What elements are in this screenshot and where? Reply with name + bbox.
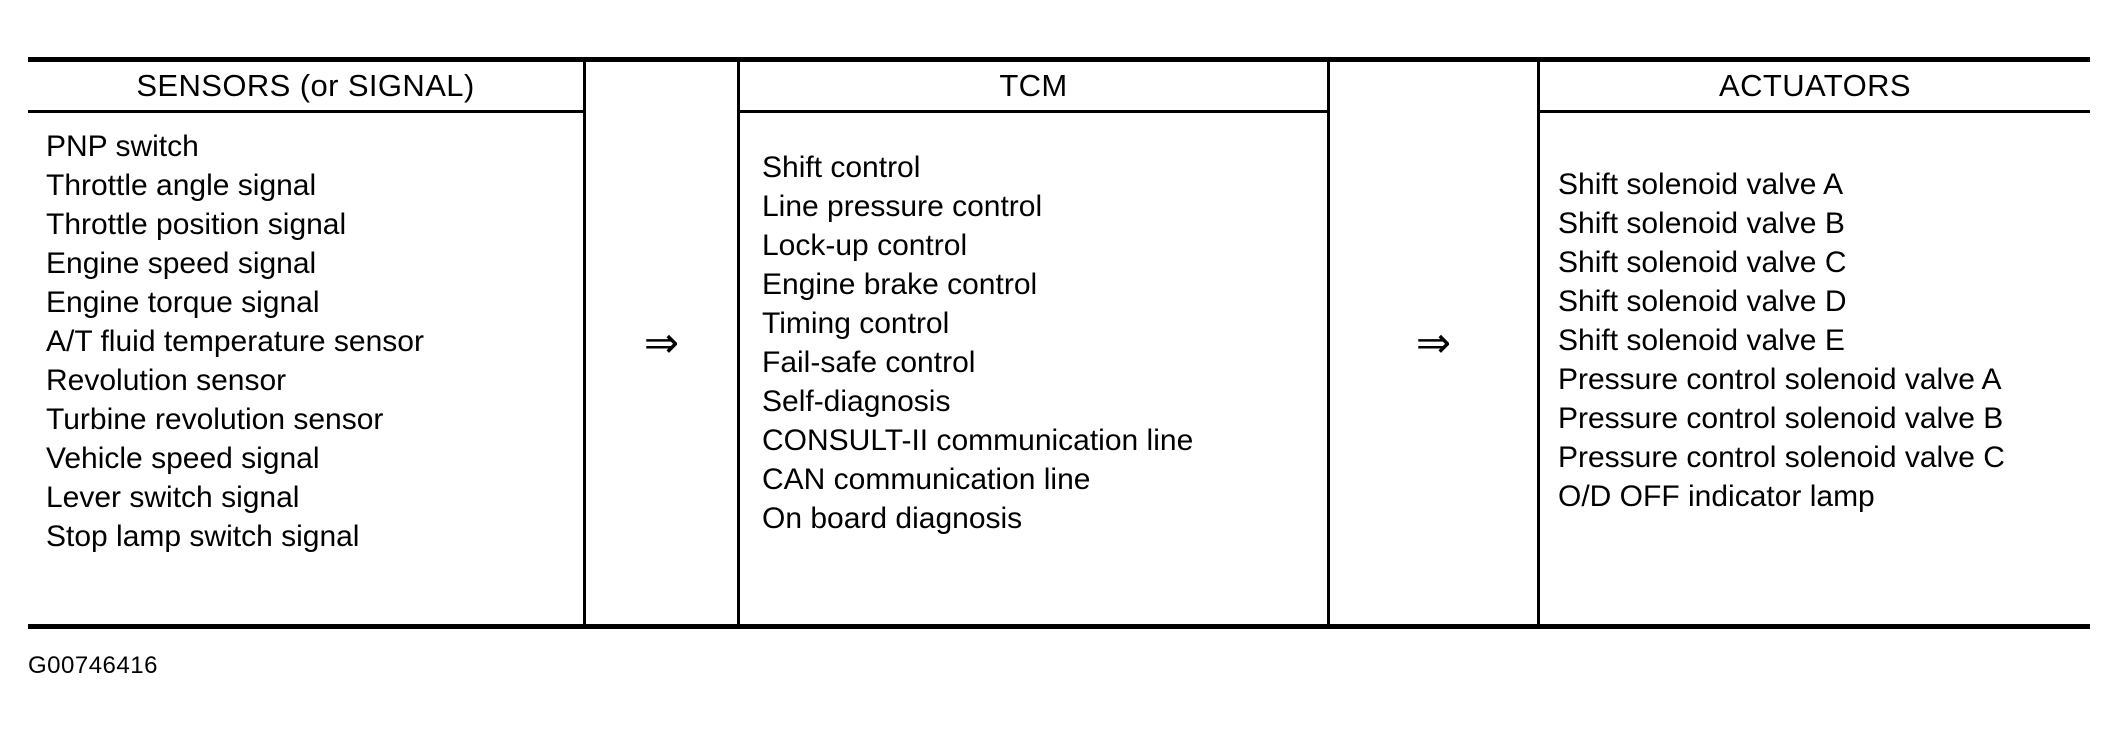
list-item: A/T fluid temperature sensor <box>46 325 424 358</box>
list-item: Shift solenoid valve A <box>1558 168 1844 201</box>
column-sensors: SENSORS (or SIGNAL) PNP switch Throttle … <box>28 62 586 624</box>
list-item: Turbine revolution sensor <box>46 403 384 436</box>
column-tcm: TCM Shift control Line pressure control … <box>740 62 1330 624</box>
right-double-arrow-icon: ⇒ <box>1415 318 1452 367</box>
list-item: Throttle angle signal <box>46 169 317 202</box>
list-item: Engine speed signal <box>46 247 317 280</box>
column-body-sensors: PNP switch Throttle angle signal Throttl… <box>28 113 583 624</box>
list-item: Shift solenoid valve B <box>1558 207 1845 240</box>
list-item: Timing control <box>762 307 950 340</box>
list-item: Lever switch signal <box>46 481 300 514</box>
list-item: CONSULT-II communication line <box>762 424 1194 457</box>
sensors-list: PNP switch Throttle angle signal Throttl… <box>28 127 583 556</box>
list-item: CAN communication line <box>762 463 1091 496</box>
list-item: Line pressure control <box>762 190 1043 223</box>
list-item: Engine torque signal <box>46 286 320 319</box>
column-flow-gap-2: ⇒ <box>1330 62 1540 624</box>
list-item: Shift solenoid valve C <box>1558 246 1847 279</box>
flow-arrow-cell-2: ⇒ <box>1330 62 1537 624</box>
tcm-function-list: Shift control Line pressure control Lock… <box>740 127 1327 538</box>
list-item: O/D OFF indicator lamp <box>1558 480 1875 513</box>
column-actuators: ACTUATORS Shift solenoid valve A Shift s… <box>1540 62 2090 624</box>
system-flow-diagram: SENSORS (or SIGNAL) PNP switch Throttle … <box>28 57 2090 629</box>
list-item: Revolution sensor <box>46 364 287 397</box>
list-item: Shift solenoid valve D <box>1558 285 1847 318</box>
list-item: Self-diagnosis <box>762 385 951 418</box>
list-item: Pressure control solenoid valve A <box>1558 363 2002 396</box>
list-item: Vehicle speed signal <box>46 442 320 475</box>
list-item: Shift control <box>762 151 921 184</box>
list-item: PNP switch <box>46 130 199 163</box>
list-item: Lock-up control <box>762 229 968 262</box>
list-item: Engine brake control <box>762 268 1038 301</box>
column-header-actuators: ACTUATORS <box>1540 62 2090 113</box>
list-item: Stop lamp switch signal <box>46 520 360 553</box>
list-item: On board diagnosis <box>762 502 1023 535</box>
column-body-actuators: Shift solenoid valve A Shift solenoid va… <box>1540 113 2090 624</box>
column-header-tcm: TCM <box>740 62 1327 113</box>
figure-caption: G00746416 <box>28 652 158 679</box>
list-item: Pressure control solenoid valve B <box>1558 402 2004 435</box>
column-flow-gap-1: ⇒ <box>586 62 740 624</box>
flow-arrow-cell-1: ⇒ <box>586 62 737 624</box>
right-double-arrow-icon: ⇒ <box>643 318 680 367</box>
diagram-columns-row: SENSORS (or SIGNAL) PNP switch Throttle … <box>28 62 2090 624</box>
list-item: Fail-safe control <box>762 346 976 379</box>
list-item: Throttle position signal <box>46 208 347 241</box>
list-item: Pressure control solenoid valve C <box>1558 441 2005 474</box>
list-item: Shift solenoid valve E <box>1558 324 1845 357</box>
actuators-list: Shift solenoid valve A Shift solenoid va… <box>1540 127 2090 516</box>
column-header-sensors: SENSORS (or SIGNAL) <box>28 62 583 113</box>
column-body-tcm: Shift control Line pressure control Lock… <box>740 113 1327 624</box>
